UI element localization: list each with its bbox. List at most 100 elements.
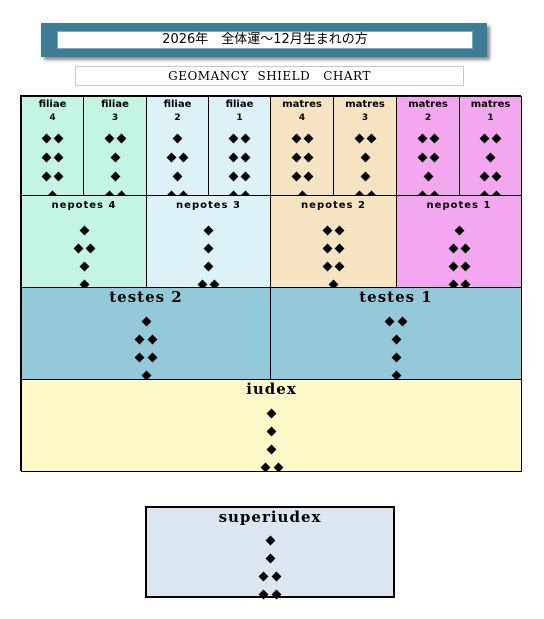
figure-row <box>271 330 521 348</box>
point-dot <box>384 316 395 326</box>
figure-name: filiae <box>163 99 192 110</box>
point-dot <box>258 589 269 599</box>
figure-row <box>271 239 396 257</box>
point-dot <box>258 571 269 581</box>
figure-row <box>334 167 396 186</box>
point-dot <box>228 133 239 144</box>
point-dot <box>354 133 364 144</box>
point-dot <box>240 171 251 182</box>
figure-name: testes 1 <box>359 288 433 306</box>
point-dot <box>53 152 64 163</box>
point-dot <box>116 133 126 144</box>
point-dot <box>322 243 333 253</box>
cell-testes-2: testes 2 <box>21 287 271 380</box>
point-dot <box>228 171 239 182</box>
cell-filiae-3: filiae 3 <box>83 96 147 196</box>
chart-subtitle: GEOMANCY SHIELD CHART <box>75 66 464 86</box>
point-dot <box>141 316 151 326</box>
figure-row <box>460 148 521 167</box>
cell-nepotes-2: nepotes 2 <box>270 195 397 288</box>
figure-number: 2 <box>174 113 181 123</box>
point-dot <box>41 152 52 163</box>
point-dot <box>266 408 277 418</box>
dot-figure <box>22 221 146 287</box>
figure-row <box>397 167 459 186</box>
point-dot <box>134 334 145 344</box>
point-dot <box>203 243 214 253</box>
point-dot <box>147 352 158 362</box>
figure-row <box>271 221 396 239</box>
point-dot <box>391 352 401 362</box>
figure-row <box>22 366 270 379</box>
figure-number: 4 <box>298 113 306 123</box>
cell-nepotes-4: nepotes 4 <box>21 195 147 288</box>
point-dot <box>110 171 120 182</box>
figure-row <box>271 366 521 379</box>
figure-row <box>209 129 270 148</box>
figure-row <box>147 585 393 603</box>
point-dot <box>303 171 313 182</box>
figure-name: matres <box>345 99 385 110</box>
figure-name: filiae <box>38 99 67 110</box>
point-dot <box>41 171 52 182</box>
cell-superiudex: superiudex <box>145 506 395 599</box>
figure-row <box>84 167 146 186</box>
point-dot <box>491 171 502 182</box>
dot-figure <box>397 221 521 287</box>
point-dot <box>265 553 275 563</box>
figure-number: 1 <box>487 113 494 123</box>
title-banner: 2026年 全体運〜12月生まれの方 <box>41 23 487 57</box>
point-dot <box>291 171 301 182</box>
figure-row <box>22 330 270 348</box>
figure-number: 3 <box>361 113 369 123</box>
geomancy-shield: filiae 4 filiae 3 filiae 2 filiae 1 matr… <box>20 95 522 472</box>
figure-row <box>22 257 146 275</box>
point-dot <box>203 225 214 235</box>
cell-filiae-4: filiae 4 <box>21 96 84 196</box>
cell-matres-1: matres 1 <box>459 96 522 196</box>
figure-row <box>147 221 270 239</box>
point-dot <box>322 225 333 235</box>
figure-name: matres <box>408 99 448 110</box>
figure-row <box>397 129 459 148</box>
point-dot <box>417 133 427 144</box>
figure-row <box>22 404 521 422</box>
point-dot <box>172 171 183 182</box>
point-dot <box>423 171 433 182</box>
dot-figure <box>147 221 270 287</box>
figure-row <box>209 167 270 186</box>
point-dot <box>479 133 490 144</box>
point-dot <box>334 261 345 271</box>
point-dot <box>266 426 277 436</box>
figure-row <box>84 148 146 167</box>
point-dot <box>391 334 401 344</box>
cell-filiae-2: filiae 2 <box>146 96 209 196</box>
point-dot <box>322 261 333 271</box>
figure-row <box>147 567 393 585</box>
figure-row <box>147 148 208 167</box>
point-dot <box>417 152 427 163</box>
dot-figure <box>209 129 270 195</box>
figure-name: testes 2 <box>109 288 183 306</box>
figure-row <box>22 129 83 148</box>
figure-row <box>271 312 521 330</box>
figure-row <box>334 129 396 148</box>
point-dot <box>85 243 95 253</box>
figure-name: nepotes 4 <box>51 200 117 211</box>
dot-figure <box>460 129 521 195</box>
cell-testes-1: testes 1 <box>270 287 522 380</box>
dot-figure <box>271 129 333 195</box>
point-dot <box>303 152 313 163</box>
point-dot <box>460 261 470 271</box>
point-dot <box>397 316 408 326</box>
point-dot <box>266 444 277 454</box>
point-dot <box>271 571 282 581</box>
dot-figure <box>84 129 146 195</box>
figure-number: 3 <box>111 113 119 123</box>
point-dot <box>460 243 470 253</box>
point-dot <box>110 152 120 163</box>
figure-row <box>147 129 208 148</box>
page-title: 2026年 全体運〜12月生まれの方 <box>57 31 473 49</box>
figure-row <box>271 348 521 366</box>
figure-row <box>334 148 396 167</box>
